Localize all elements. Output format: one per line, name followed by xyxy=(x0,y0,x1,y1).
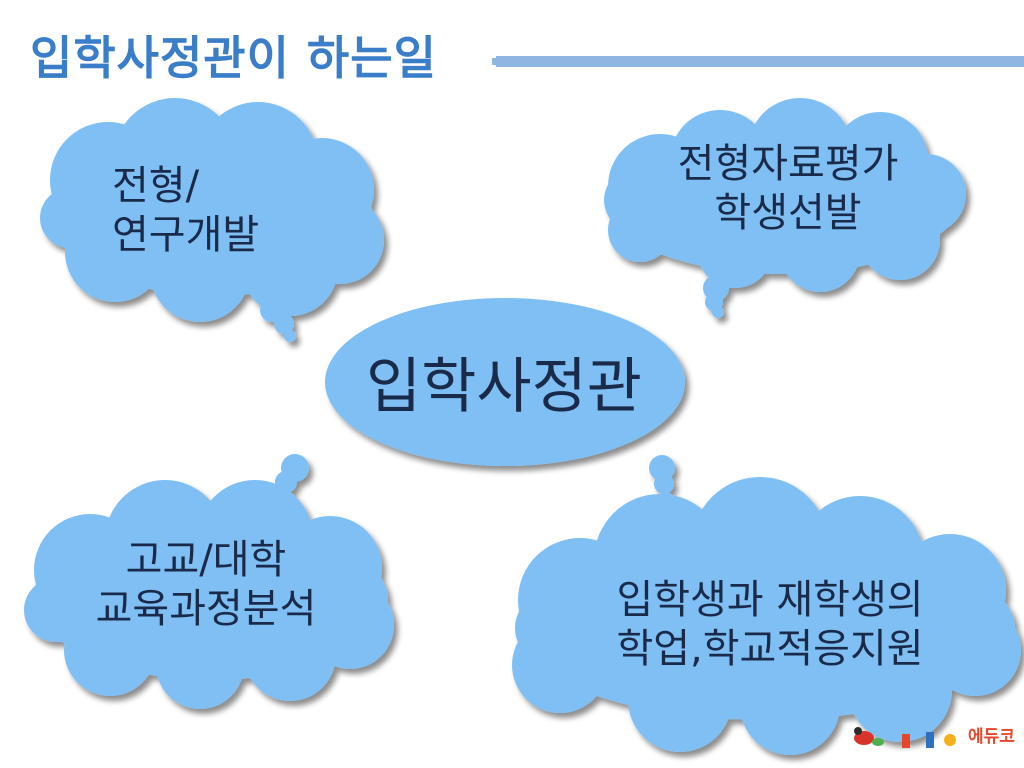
bubble-support-line2: 학업,학교적응지원 xyxy=(616,625,924,672)
bubble-support-text: 입학생과 재학생의 학업,학교적응지원 xyxy=(520,576,1020,674)
logo-mark xyxy=(854,727,956,748)
bubble-evaluation-line2: 학생선발 xyxy=(714,189,862,236)
bubble-research-text: 전형/ 연구개발 xyxy=(112,162,259,260)
logo-dot-yellow xyxy=(944,734,956,746)
slide-title: 입학사정관이 하는일 xyxy=(30,31,437,85)
bubble-evaluation-text: 전형자료평가 학생선발 xyxy=(600,140,976,238)
cloud-bubble-research xyxy=(40,98,384,342)
cloud-bubble-support xyxy=(512,455,1021,755)
bubble-curriculum-line1: 고교/대학 xyxy=(125,537,287,583)
bubble-evaluation-line1: 전형자료평가 xyxy=(677,141,899,187)
bubble-curriculum-line2: 교육과정분석 xyxy=(95,585,317,632)
logo-figure-head xyxy=(854,727,862,735)
logo-text: 에듀코 xyxy=(968,727,1015,747)
cloud-bubble-evaluation xyxy=(604,98,966,318)
center-ellipse xyxy=(325,298,685,466)
bubble-research-line1: 전형/ xyxy=(112,163,200,209)
cloud-bubble-curriculum xyxy=(24,454,394,709)
bubble-support-line1: 입학생과 재학생의 xyxy=(616,577,924,623)
title-rule xyxy=(496,56,1024,67)
bubble-research-line2: 연구개발 xyxy=(112,211,260,258)
center-label: 입학사정관 xyxy=(366,352,642,422)
logo-figure-green xyxy=(872,738,884,746)
logo-bar-blue xyxy=(926,732,934,748)
logo-bar-red xyxy=(902,734,910,748)
bubble-curriculum-text: 고교/대학 교육과정분석 xyxy=(36,536,376,634)
